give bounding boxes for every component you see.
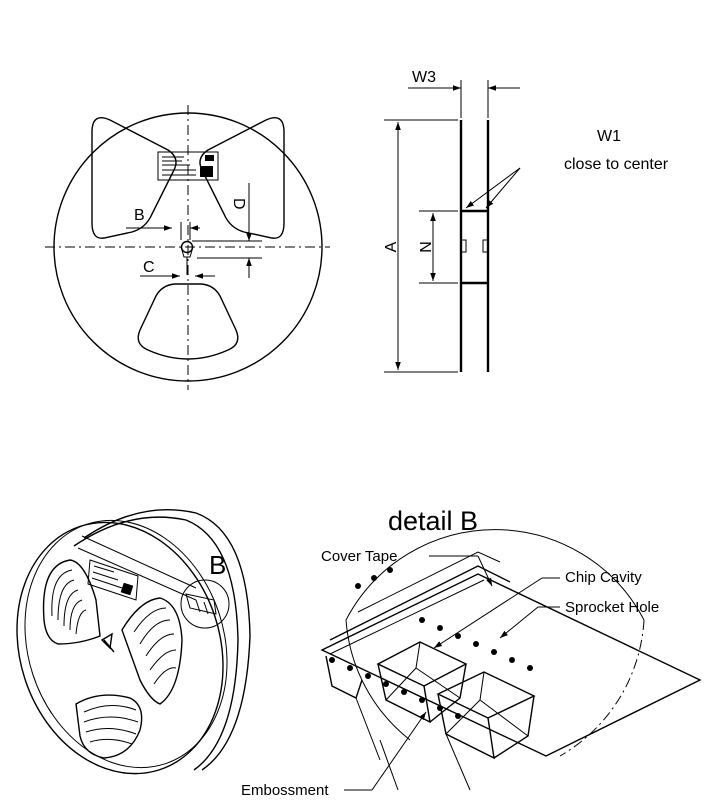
detail-circle-left [345,619,411,741]
reel-side-view: W3 W1 close to center A N [383,69,669,373]
chip-cavity-1 [376,641,468,724]
callout-embossment: Embossment [241,711,427,799]
detail-b-marker: B [209,550,226,580]
dimension-c: C [140,259,215,279]
detail-circle-right [559,619,645,757]
label-chip-cavity: Chip Cavity [565,569,642,586]
label-embossment: Embossment [241,782,329,799]
dimension-n: N [418,210,458,284]
callout-sprocket-hole: Sprocket Hole [499,599,659,639]
reel-window-top-right [199,117,285,239]
chip-cavity-2 [436,671,536,760]
embossment-pocket [325,655,363,699]
detail-circle-top [345,529,645,621]
sprocket-holes [329,567,533,719]
hub-key-left [460,239,467,253]
dimension-w3: W3 [408,69,520,118]
carrier-tape [320,573,702,757]
reel-3d-view: B [16,508,251,775]
reel-3d-window-right [121,597,183,705]
label-cover-tape: Cover Tape [321,548,397,565]
reel-label-sticker [157,151,219,181]
label-w3: W3 [412,69,436,86]
label-b: B [134,207,145,224]
reel-3d-window-bottom [75,694,143,759]
detail-b-view: detail B [241,506,702,799]
label-d: D [230,198,247,210]
dimension-a: A [383,119,458,373]
reel-3d-front-flange [16,521,224,775]
detail-title: detail B [388,506,478,536]
callout-chip-cavity: Chip Cavity [433,569,642,649]
dimension-d: D [192,183,262,278]
label-w1-note: close to center [564,156,669,173]
reel-3d-rim-back [73,516,239,771]
hub-key-right [482,239,489,253]
reel-front-view: B C D [45,105,330,390]
dimension-b: B [126,207,200,240]
callout-cover-tape: Cover Tape [321,548,493,587]
reel-window-bottom [137,283,239,360]
tape-exit [185,593,217,615]
detail-b-circle [180,579,230,629]
dimension-w1: W1 close to center [465,128,669,209]
cover-tape [329,565,511,641]
reel-3d-hub [100,632,115,653]
label-c: C [143,259,155,276]
label-sprocket-hole: Sprocket Hole [565,599,659,616]
reel-3d-window-upper [42,559,101,645]
label-a: A [383,241,400,252]
label-n: N [418,241,435,253]
reel-3d-label [87,559,139,601]
label-w1: W1 [597,128,621,145]
